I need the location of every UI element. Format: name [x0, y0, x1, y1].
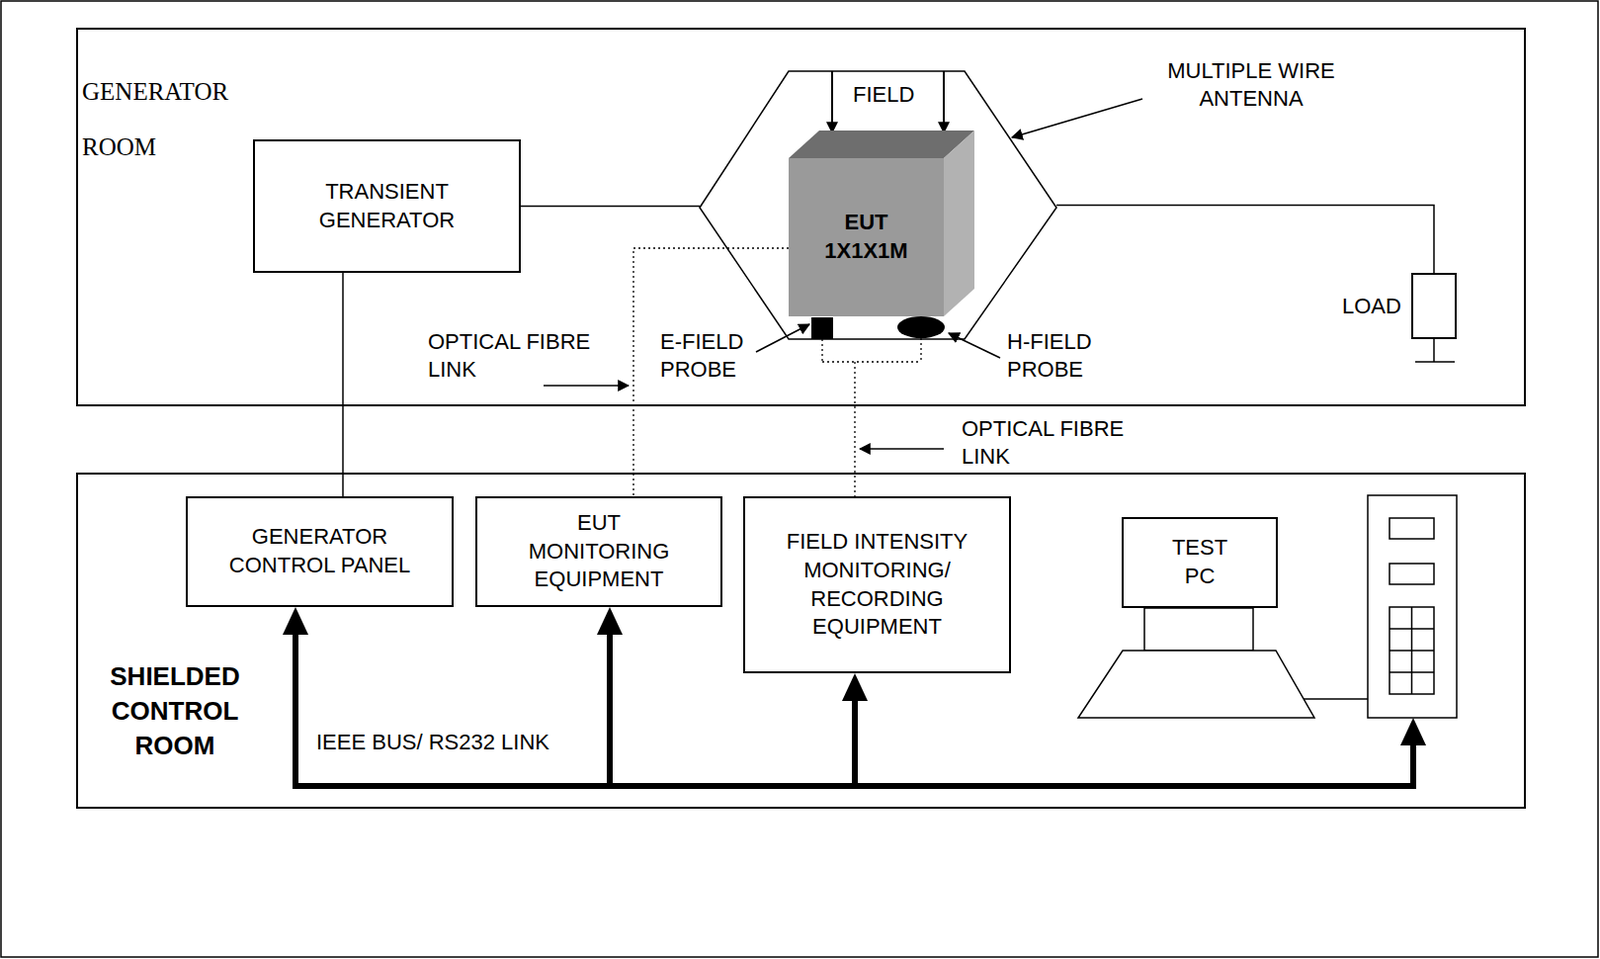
cube-shape: [788, 158, 944, 317]
antenna-hexagon: EUT 1X1X1M FIELD: [699, 71, 1057, 339]
callout-label: OPTICAL FIBRE LINK: [961, 415, 1160, 471]
load-resistor: LOAD: [1411, 272, 1457, 339]
drive-bay: [1389, 517, 1434, 539]
eut-box-text: EUT 1X1X1M: [817, 208, 917, 265]
callout-label: E-FIELD PROBE: [660, 328, 759, 384]
generator-box: TRANSIENT GENERATOR: [252, 139, 521, 273]
keyboard: [1078, 650, 1315, 718]
field-arrow: [942, 71, 945, 133]
cube-side: [943, 130, 975, 317]
callout-label: H-FIELD PROBE: [1007, 328, 1116, 384]
field-arrow: [831, 71, 834, 133]
generator-box-text: TRANSIENT GENERATOR: [288, 177, 487, 235]
cube-front: [788, 158, 944, 317]
e-field-probe: [811, 317, 834, 339]
leader-arrow: [1011, 98, 1143, 138]
room-band-text: GENERATOR ROOM: [82, 64, 255, 175]
control-panel-box: GENERATOR CONTROL PANEL: [185, 496, 454, 607]
load-resistor-text: LOAD: [1342, 292, 1402, 322]
pc-screen-text: TEST PC: [1165, 533, 1235, 590]
monitor-box: EUT MONITORING EQUIPMENT: [475, 496, 723, 607]
drive-bay: [1389, 563, 1434, 585]
cable: [341, 272, 344, 497]
button-grid-lines: [1389, 606, 1434, 694]
bus-arrowhead: [1400, 717, 1427, 746]
monitor-box-text: FIELD INTENSITY MONITORING/ RECORDING EQ…: [758, 527, 997, 641]
cable: [520, 205, 700, 208]
callout-label: MULTIPLE WIRE ANTENNA: [1137, 57, 1365, 113]
room-band: TRANSIENT GENERATOR EUT 1X1X1M FIELD LOAD GE…: [76, 27, 1526, 407]
ground-symbol: [1415, 338, 1455, 362]
bus-label: IEEE BUS/ RS232 LINK: [316, 728, 550, 757]
cube-top: [788, 130, 975, 159]
bus-arrowhead: [842, 673, 868, 701]
bus-arrowhead: [596, 606, 623, 635]
leader-arrow: [859, 447, 944, 450]
control-panel-box-text: GENERATOR CONTROL PANEL: [203, 522, 436, 580]
leader-arrow: [543, 384, 629, 387]
monitor-box-text: EUT MONITORING EQUIPMENT: [514, 508, 683, 594]
pc-stand: [1144, 607, 1254, 651]
leader-arrow: [948, 333, 1001, 358]
monitor-box: FIELD INTENSITY MONITORING/ RECORDING EQ…: [743, 496, 1011, 674]
button-grid: [1389, 606, 1434, 694]
cable: [1056, 205, 1434, 274]
room-band-text: SHIELDED CONTROL ROOM: [85, 659, 264, 763]
leader-arrow: [756, 324, 810, 352]
data-bus: [292, 632, 1417, 786]
optical-fibre-link: [633, 248, 789, 497]
connectors: [342, 205, 1434, 498]
h-field-probe: [897, 316, 945, 338]
pc-tower: [1367, 495, 1457, 718]
antenna-wires: [699, 71, 1057, 339]
antenna-hexagon-text: FIELD: [852, 81, 915, 110]
pc-screen: TEST PC: [1121, 516, 1278, 608]
room-band: GENERATOR CONTROL PANEL EUT MONITORING EQ…: [76, 472, 1526, 809]
eut-box: EUT 1X1X1M: [788, 158, 944, 317]
bus-arrowhead: [282, 606, 309, 635]
keyboard-cable: [1303, 697, 1368, 700]
callout-label: OPTICAL FIBRE LINK: [427, 328, 626, 384]
